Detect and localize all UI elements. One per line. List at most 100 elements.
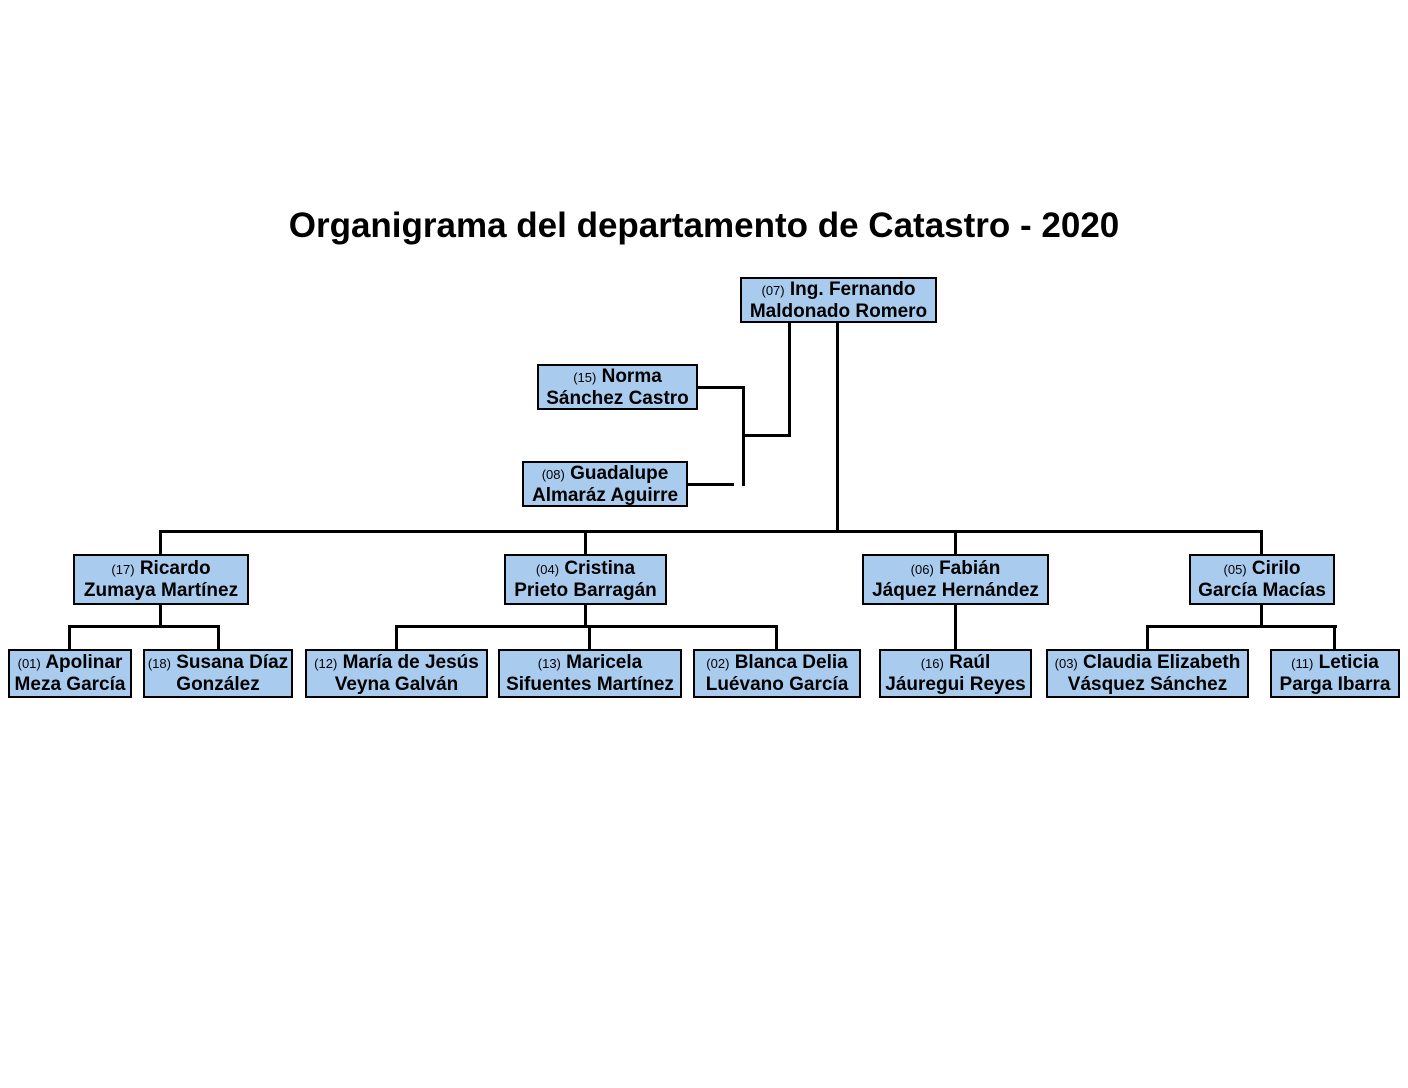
node-line2: Maldonado Romero [749, 300, 928, 322]
org-node-16-staff: (16) Raúl Jáuregui Reyes [879, 649, 1032, 698]
connector-line [217, 625, 220, 649]
org-node-17-supervisor: (17) Ricardo Zumaya Martínez [73, 554, 249, 605]
connector-line [1333, 625, 1336, 649]
node-name: Raúl [949, 652, 991, 673]
node-line1: (03) Claudia Elizabeth [1048, 652, 1247, 674]
connector-line [68, 625, 220, 628]
node-name: Fabián [939, 558, 1001, 579]
connector-line [588, 625, 591, 649]
node-name: Ing. Fernando [789, 278, 916, 300]
connector-line [68, 625, 71, 649]
node-number: (03) [1054, 656, 1078, 671]
connector-line [584, 530, 587, 554]
org-node-07-director: (07) Ing. Fernando Maldonado Romero [740, 277, 937, 323]
node-number: (13) [537, 656, 561, 671]
node-name: Guadalupe [570, 462, 669, 484]
connector-line [788, 322, 791, 436]
node-number: (04) [535, 562, 560, 577]
org-node-18-staff: (18) Susana Díaz González [143, 649, 293, 698]
org-node-04-supervisor: (04) Cristina Prieto Barragán [504, 554, 667, 605]
connector-line [775, 625, 778, 649]
node-line2: Sánchez Castro [546, 387, 689, 409]
org-node-08-assistant: (08) Guadalupe Almaráz Aguirre [522, 461, 688, 507]
org-node-15-assistant: (15) Norma Sánchez Castro [537, 364, 698, 410]
node-line1: (07) Ing. Fernando [742, 279, 935, 301]
connector-line [836, 322, 839, 533]
connector-line [159, 530, 1263, 533]
node-line2: Vásquez Sánchez [1067, 674, 1228, 695]
node-number: (18) [147, 656, 171, 671]
node-line2: Meza García [14, 674, 126, 695]
node-number: (02) [706, 656, 730, 671]
node-line2: Almaráz Aguirre [531, 484, 679, 506]
node-name: Cirilo [1251, 558, 1301, 579]
connector-line [742, 434, 791, 437]
node-line1: (16) Raúl [881, 652, 1030, 674]
org-node-06-supervisor: (06) Fabián Jáquez Hernández [862, 554, 1049, 605]
node-number: (01) [17, 656, 41, 671]
node-name: Blanca Delia [734, 652, 848, 673]
node-line2: Sifuentes Martínez [506, 674, 674, 695]
connector-line [159, 530, 162, 554]
node-name: Ricardo [139, 558, 211, 579]
org-node-01-staff: (01) Apolinar Meza García [8, 649, 132, 698]
node-line1: (02) Blanca Delia [695, 652, 859, 674]
node-name: María de Jesús [342, 652, 479, 673]
connector-line [954, 604, 957, 649]
node-line1: (05) Cirilo [1191, 558, 1333, 580]
connector-line [1260, 604, 1263, 628]
org-node-03-staff: (03) Claudia Elizabeth Vásquez Sánchez [1046, 649, 1249, 698]
org-node-11-staff: (11) Leticia Parga Ibarra [1270, 649, 1400, 698]
connector-line [1260, 530, 1263, 554]
node-name: Claudia Elizabeth [1083, 652, 1241, 673]
node-line2: Prieto Barragán [514, 580, 657, 601]
node-line1: (08) Guadalupe [524, 463, 686, 485]
node-line1: (01) Apolinar [10, 652, 130, 674]
connector-line [395, 625, 778, 628]
node-name: Apolinar [45, 652, 123, 673]
node-name: Leticia [1318, 652, 1379, 673]
connector-line [954, 530, 957, 554]
node-line2: Jáquez Hernández [872, 580, 1039, 601]
node-number: (15) [573, 369, 597, 385]
org-node-13-staff: (13) Maricela Sifuentes Martínez [498, 649, 682, 698]
node-number: (17) [111, 562, 135, 577]
org-node-05-supervisor: (05) Cirilo García Macías [1189, 554, 1335, 605]
node-line1: (11) Leticia [1272, 652, 1398, 674]
node-line2: Luévano García [705, 674, 849, 695]
chart-title: Organigrama del departamento de Catastro… [288, 206, 1120, 245]
node-line1: (18) Susana Díaz [145, 652, 291, 674]
node-line2: Veyna Galván [334, 674, 459, 695]
connector-line [584, 604, 587, 628]
node-line1: (13) Maricela [500, 652, 680, 674]
node-name: Cristina [564, 558, 636, 579]
node-name: Norma [601, 365, 662, 387]
connector-line [1146, 625, 1337, 628]
node-line2: García Macías [1198, 580, 1326, 601]
node-line1: (12) María de Jesús [307, 652, 486, 674]
node-number: (07) [761, 282, 785, 298]
node-line2: González [176, 674, 260, 695]
node-line2: Jáuregui Reyes [885, 674, 1026, 695]
connector-line [688, 483, 734, 486]
node-line2: Parga Ibarra [1279, 674, 1391, 695]
node-line1: (06) Fabián [864, 558, 1047, 580]
node-number: (16) [920, 656, 944, 671]
node-line2: Zumaya Martínez [83, 580, 239, 601]
node-line1: (15) Norma [539, 366, 696, 388]
node-number: (12) [314, 656, 338, 671]
node-name: Susana Díaz [176, 652, 289, 673]
org-node-02-staff: (02) Blanca Delia Luévano García [693, 649, 861, 698]
node-name: Maricela [566, 652, 643, 673]
connector-line [698, 386, 744, 389]
node-line1: (04) Cristina [506, 558, 665, 580]
node-number: (06) [910, 562, 934, 577]
node-line1: (17) Ricardo [75, 558, 247, 580]
node-number: (05) [1223, 562, 1247, 577]
connector-line [1146, 625, 1149, 649]
connector-line [395, 625, 398, 649]
node-number: (08) [541, 466, 565, 482]
node-number: (11) [1291, 656, 1314, 671]
org-node-12-staff: (12) María de Jesús Veyna Galván [305, 649, 488, 698]
